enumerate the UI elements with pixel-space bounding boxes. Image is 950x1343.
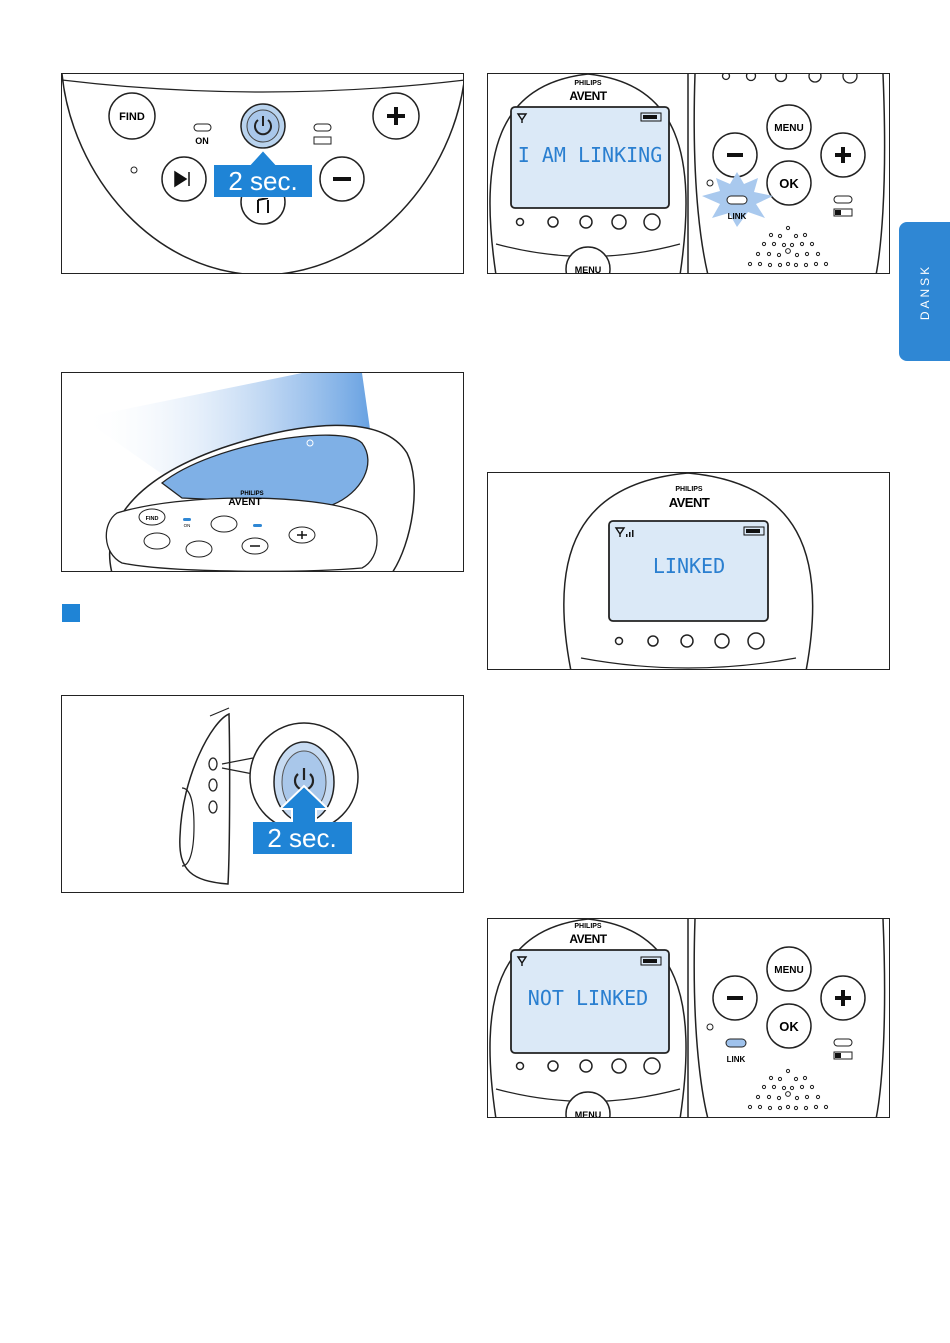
lcd-text: NOT LINKED — [528, 986, 648, 1010]
brand-avent: AVENT — [669, 495, 710, 510]
brand-avent: AVENT — [228, 497, 261, 508]
brand-philips: PHILIPS — [675, 486, 703, 493]
baby-unit-illustration: PHILIPS AVENT FIND ON — [62, 373, 464, 572]
side-power-button[interactable] — [209, 758, 217, 770]
brand-philips: PHILIPS — [574, 923, 602, 930]
battery-indicator — [314, 124, 331, 131]
not-linked-illustration: PHILIPS AVENT NOT LINKED MENU MENU OK LI… — [488, 919, 890, 1118]
language-tab-label: DANSK — [918, 263, 932, 319]
step-marker-square — [62, 604, 80, 622]
panel-parent-unit-power: FIND ON 2 sec. — [61, 73, 464, 274]
link-button[interactable] — [726, 1039, 746, 1047]
menu-bottom-label: MENU — [575, 1110, 602, 1118]
brand-avent: AVENT — [569, 932, 607, 946]
menu-button-label: MENU — [774, 123, 803, 134]
speaker-grille — [748, 226, 827, 266]
panel-linked: PHILIPS AVENT LINKED — [487, 472, 890, 670]
linking-illustration: PHILIPS AVENT I AM LINKING MENU MENU OK … — [488, 74, 890, 274]
battery-icon — [314, 137, 331, 144]
microphone-hole — [131, 167, 137, 173]
linked-illustration: PHILIPS AVENT LINKED — [488, 473, 890, 670]
menu-bottom-label: MENU — [575, 265, 602, 274]
link-button-label: LINK — [727, 1055, 746, 1064]
duration-badge-text: 2 sec. — [267, 823, 336, 853]
link-button[interactable] — [727, 196, 747, 204]
find-button-label: FIND — [119, 111, 145, 123]
language-tab: DANSK — [899, 222, 950, 361]
side-power-illustration: 2 sec. — [62, 696, 464, 893]
lcd-text: I AM LINKING — [518, 143, 663, 167]
lullaby-button[interactable] — [186, 541, 212, 557]
parent-unit-illustration: FIND ON 2 sec. — [62, 74, 464, 274]
menu-button-label: MENU — [774, 965, 803, 976]
on-indicator — [194, 124, 211, 131]
panel-linking: PHILIPS AVENT I AM LINKING MENU MENU OK … — [487, 73, 890, 274]
play-pause-button[interactable] — [144, 533, 170, 549]
on-label: ON — [195, 136, 209, 146]
power-button[interactable] — [211, 516, 237, 532]
find-button-label: FIND — [146, 516, 159, 522]
brand-avent: AVENT — [569, 89, 607, 103]
panel-side-power: 2 sec. — [61, 695, 464, 893]
lcd-text: LINKED — [653, 554, 725, 578]
panel-not-linked: PHILIPS AVENT NOT LINKED MENU MENU OK LI… — [487, 918, 890, 1118]
duration-badge-text: 2 sec. — [228, 166, 297, 196]
panel-baby-unit-light: PHILIPS AVENT FIND ON — [61, 372, 464, 572]
ok-button-label: OK — [779, 176, 799, 191]
ok-button-label: OK — [779, 1019, 799, 1034]
on-label: ON — [184, 523, 191, 528]
speaker-grille — [748, 1069, 827, 1109]
brand-philips: PHILIPS — [574, 80, 602, 87]
link-button-label: LINK — [728, 212, 747, 221]
